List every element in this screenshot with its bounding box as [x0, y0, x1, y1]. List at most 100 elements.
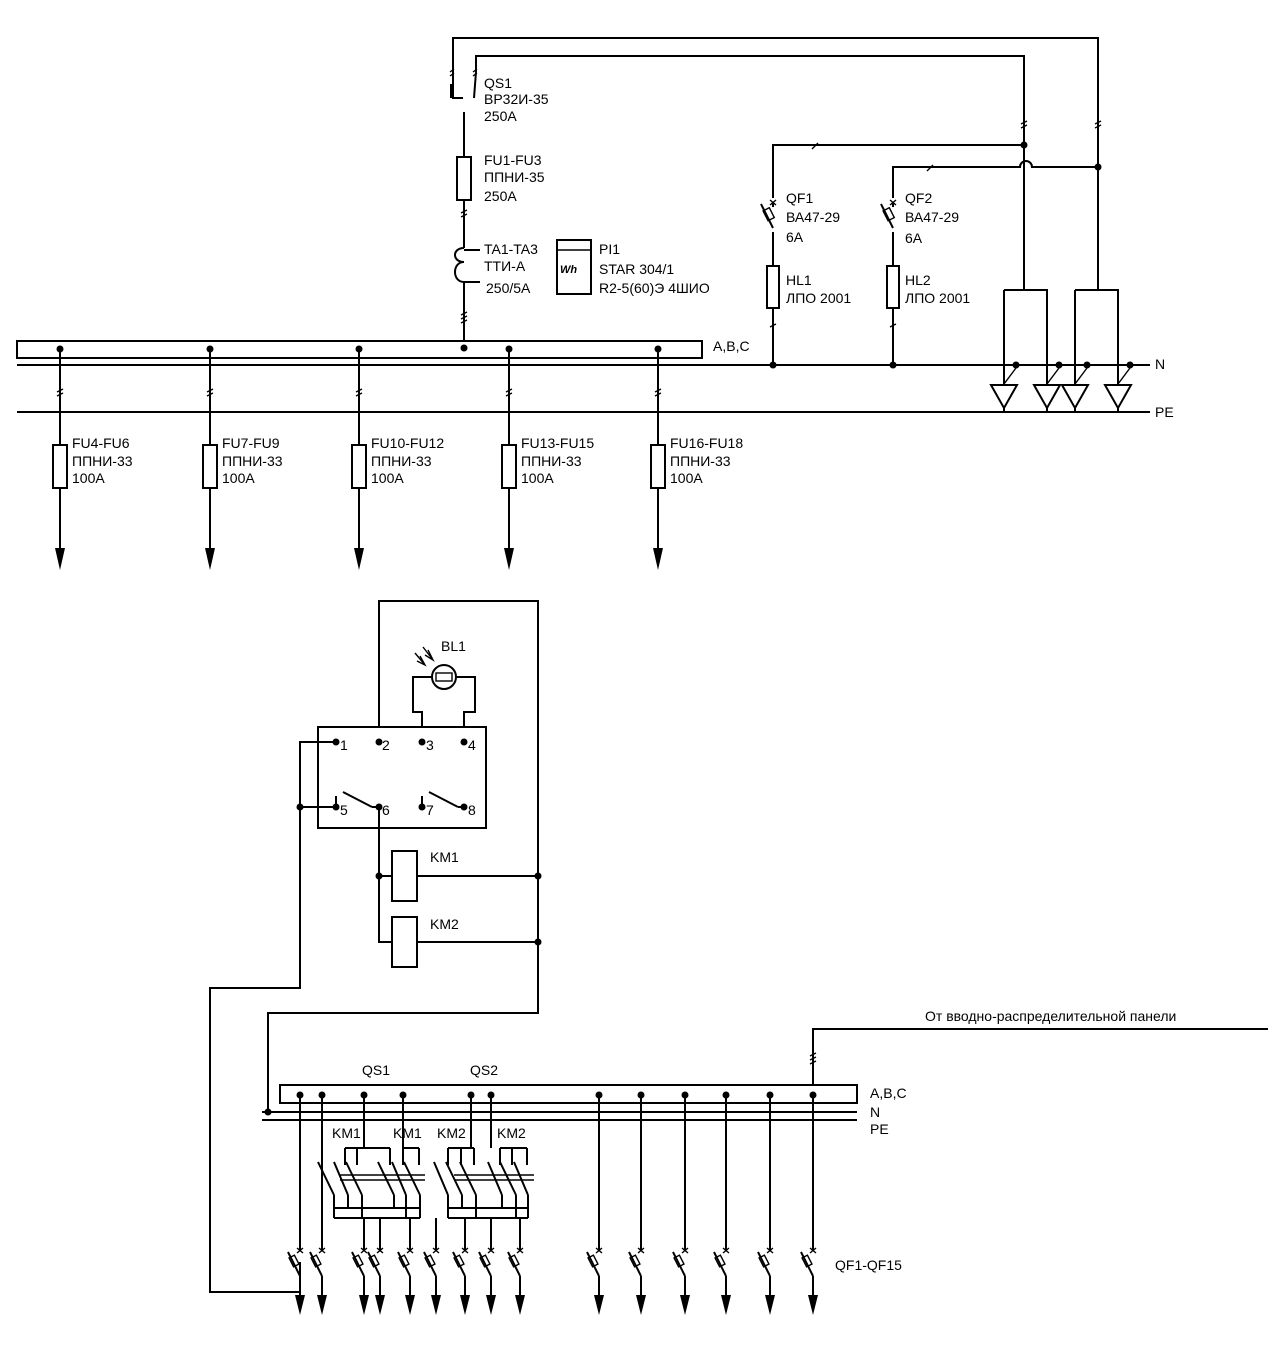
- breaker-arrow: [721, 1295, 731, 1315]
- breaker-arrow: [295, 1295, 305, 1315]
- feeder-type: ППНИ-33: [222, 453, 283, 469]
- breaker-arrow: [486, 1295, 496, 1315]
- feeder-rating: 100А: [670, 470, 703, 486]
- feeder-fuse-symbol: [650, 444, 666, 489]
- breaker-qf-15: [800, 1091, 818, 1315]
- fu1-rating: 250А: [484, 188, 517, 204]
- feeder-name: FU13-FU15: [521, 435, 594, 451]
- bus-label: A,B,C: [713, 338, 750, 354]
- lower-pe-label: PE: [870, 1121, 889, 1137]
- control-circuit: BL1 1 2 3 4 5 6 7 8 KM1 KM2: [209, 600, 542, 1293]
- qf2-type: ВА47-29: [905, 209, 959, 225]
- hl2-lamp: [886, 265, 900, 309]
- feed-ticks: [811, 120, 1102, 172]
- breaker-qf-5: [397, 1218, 415, 1315]
- meter-symbol: Wh: [560, 264, 577, 276]
- qs1-rating: 250А: [484, 108, 517, 124]
- qs2-lower-label: QS2: [470, 1062, 498, 1078]
- terminal-8: 8: [468, 802, 476, 818]
- breaker-arrow: [515, 1295, 525, 1315]
- feeder-rating: 100А: [222, 470, 255, 486]
- feeder-arrow: [354, 548, 364, 570]
- hl2-type: ЛПО 2001: [905, 290, 970, 306]
- qf1-feed: [772, 144, 1024, 198]
- breaker-qf-13: [713, 1091, 731, 1315]
- qs1-ticks: [449, 68, 478, 77]
- main-ticks: [460, 209, 468, 324]
- qs1-lower-label: QS1: [362, 1062, 390, 1078]
- breaker-qf-8: [478, 1218, 496, 1315]
- feeder-type: ППНИ-33: [670, 453, 731, 469]
- breaker-arrow: [636, 1295, 646, 1315]
- breakers-label: QF1-QF15: [835, 1257, 902, 1273]
- ta-coil-symbol: [454, 247, 465, 283]
- breaker-qf-3: [351, 1218, 369, 1315]
- feeder-type: ППНИ-33: [371, 453, 432, 469]
- breaker-qf-14: [757, 1091, 775, 1315]
- feeder-arrow: [504, 548, 514, 570]
- pi1-model: STAR 304/1: [599, 261, 674, 277]
- feeder-rating: 100А: [72, 470, 105, 486]
- breaker-arrow: [765, 1295, 775, 1315]
- n-label: N: [1155, 356, 1165, 372]
- lower-bus-label: A,B,C: [870, 1085, 907, 1101]
- pi1-spec: R2-5(60)Э 4ШИО: [599, 280, 710, 296]
- terminal-2: 2: [382, 737, 390, 753]
- breaker-arrow: [359, 1295, 369, 1315]
- bl1-photo-sensor: [412, 646, 476, 740]
- source-ticks: [809, 1052, 817, 1065]
- feeder-name: FU16-FU18: [670, 435, 743, 451]
- feeder-fuse-symbol: [351, 444, 367, 489]
- feeder-rating: 100А: [371, 470, 404, 486]
- qf2-breaker: [880, 199, 900, 365]
- terminal-1: 1: [340, 737, 348, 753]
- feeder-arrow: [55, 548, 65, 570]
- km1-contact-label-b: KM1: [393, 1125, 422, 1141]
- breaker-qf-1: [287, 1218, 305, 1315]
- breaker-arrow: [431, 1295, 441, 1315]
- feeder-name: FU7-FU9: [222, 435, 280, 451]
- breaker-qf-11: [628, 1091, 646, 1315]
- fu1-fuse-symbol: [456, 156, 472, 201]
- qf2-name: QF2: [905, 190, 932, 206]
- upper-panel: QS1 ВР32И-35 250А FU1-FU3 ППНИ-35 250А T…: [16, 37, 1174, 570]
- km1-label: KM1: [430, 849, 459, 865]
- feeder-type: ППНИ-33: [72, 453, 133, 469]
- feeder-name: FU4-FU6: [72, 435, 130, 451]
- breaker-arrow: [460, 1295, 470, 1315]
- lower-breakers: [287, 1091, 818, 1315]
- km2-contact-label-a: KM2: [437, 1125, 466, 1141]
- feeder-arrow: [205, 548, 215, 570]
- fu1-type: ППНИ-35: [484, 169, 545, 185]
- km1-contact-label-a: KM1: [332, 1125, 361, 1141]
- breaker-qf-2: [309, 1218, 327, 1315]
- surge-arresters: [989, 289, 1134, 412]
- photo-relay-box: [317, 726, 487, 829]
- terminal-5: 5: [340, 802, 348, 818]
- pi1-name: PI1: [599, 241, 620, 257]
- breaker-qf-10: [586, 1091, 604, 1315]
- terminal-7: 7: [426, 802, 434, 818]
- lower-panel: От вводно-распределительной панели A,B,C…: [262, 1008, 1268, 1315]
- contactor-group-km2: [433, 1095, 534, 1219]
- feeder-type: ППНИ-33: [521, 453, 582, 469]
- outer-feed-loop: [452, 37, 1099, 290]
- ta-name: TA1-TA3: [484, 241, 538, 257]
- feeder-fuse-symbol: [501, 444, 517, 489]
- km1-coil: [391, 850, 418, 902]
- qf2-rating: 6А: [905, 230, 923, 246]
- breaker-arrow: [808, 1295, 818, 1315]
- terminal-6: 6: [382, 802, 390, 818]
- km2-coil: [391, 916, 418, 968]
- pe-label: PE: [1155, 404, 1174, 420]
- feeder-rating: 100А: [521, 470, 554, 486]
- qf1-rating: 6А: [786, 229, 804, 245]
- qs1-type: ВР32И-35: [484, 91, 549, 107]
- breaker-qf-4: [367, 1218, 385, 1315]
- qf2-feed: [892, 160, 1098, 198]
- inner-feed-loop: [475, 55, 1025, 290]
- breaker-qf-9: [507, 1218, 525, 1315]
